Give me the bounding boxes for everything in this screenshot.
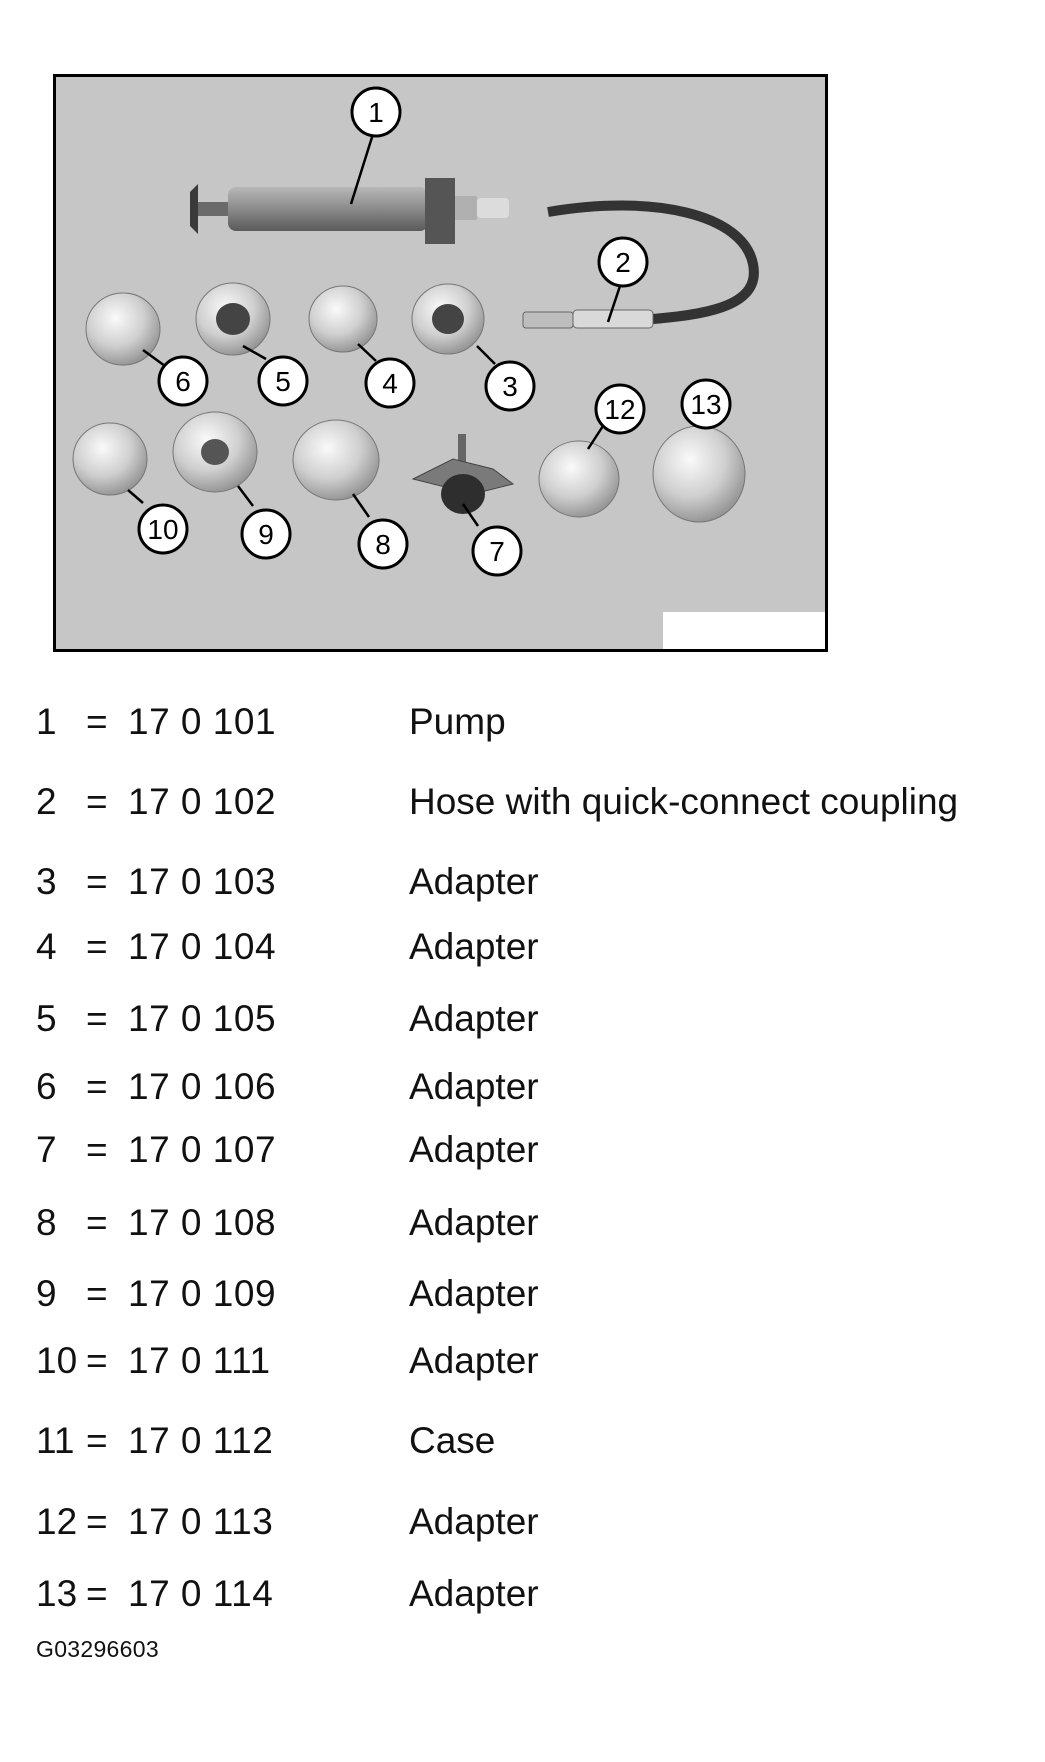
equals-sign: = <box>86 781 108 822</box>
part-code: 17 0 104 <box>128 926 277 967</box>
pump-illustration <box>190 178 509 244</box>
list-item: 7 = 17 0 107 Adapter <box>0 1125 1045 1175</box>
equals-sign: = <box>86 1129 108 1170</box>
part-code: 17 0 109 <box>128 1273 277 1314</box>
list-item: 3 = 17 0 103 Adapter <box>0 857 1045 907</box>
svg-text:10: 10 <box>147 514 178 545</box>
part-description: Case <box>409 1420 496 1461</box>
list-item: 11 = 17 0 112 Case <box>0 1416 1045 1466</box>
part-number: 3 <box>36 861 57 902</box>
part-description: Adapter <box>409 1273 539 1314</box>
part-description: Pump <box>409 701 506 742</box>
adapter-7-illustration <box>411 434 515 514</box>
equals-sign: = <box>86 1273 108 1314</box>
part-number: 12 <box>36 1501 78 1542</box>
part-number: 8 <box>36 1202 57 1243</box>
callout-6: 6 <box>157 355 209 407</box>
part-code: 17 0 102 <box>128 781 277 822</box>
list-item: 8 = 17 0 108 Adapter <box>0 1198 1045 1248</box>
svg-text:8: 8 <box>375 529 391 560</box>
part-code: 17 0 101 <box>128 701 277 742</box>
part-code: 17 0 106 <box>128 1066 277 1107</box>
list-item: 5 = 17 0 105 Adapter <box>0 994 1045 1044</box>
svg-text:9: 9 <box>258 519 274 550</box>
callout-leaders <box>127 133 705 527</box>
list-item: 12= 17 0 113 Adapter <box>0 1497 1045 1547</box>
callout-7: 7 <box>471 525 523 577</box>
part-number: 2 <box>36 781 57 822</box>
part-description: Adapter <box>409 926 539 967</box>
equals-sign: = <box>86 1340 108 1381</box>
equals-sign: = <box>86 701 108 742</box>
part-description: Adapter <box>409 998 539 1039</box>
svg-text:12: 12 <box>604 394 635 425</box>
callout-2: 2 <box>597 236 649 288</box>
part-code: 17 0 113 <box>128 1501 274 1542</box>
part-number: 7 <box>36 1129 57 1170</box>
part-code: 17 0 112 <box>128 1420 274 1461</box>
svg-text:4: 4 <box>382 368 398 399</box>
part-number: 10 <box>36 1340 78 1381</box>
part-code: 17 0 107 <box>128 1129 277 1170</box>
svg-text:2: 2 <box>615 247 631 278</box>
svg-text:5: 5 <box>275 366 291 397</box>
list-item: 1 = 17 0 101 Pump <box>0 697 1045 747</box>
equals-sign: = <box>86 926 108 967</box>
equals-sign: = <box>86 1066 108 1107</box>
callout-10: 10 <box>137 503 189 555</box>
callout-4: 4 <box>364 357 416 409</box>
equals-sign: = <box>86 998 108 1039</box>
svg-text:1: 1 <box>368 97 384 128</box>
part-number: 6 <box>36 1066 57 1107</box>
part-description: Adapter <box>409 1340 539 1381</box>
equals-sign: = <box>86 1501 108 1542</box>
part-number: 5 <box>36 998 57 1039</box>
svg-text:6: 6 <box>175 366 191 397</box>
svg-text:7: 7 <box>489 536 505 567</box>
list-item: 6 = 17 0 106 Adapter <box>0 1062 1045 1112</box>
part-code: 17 0 111 <box>128 1340 271 1381</box>
list-item: 10= 17 0 111 Adapter <box>0 1336 1045 1386</box>
svg-text:3: 3 <box>502 371 518 402</box>
callout-3: 3 <box>484 360 536 412</box>
callout-1: 1 <box>350 86 402 138</box>
part-code: 17 0 105 <box>128 998 277 1039</box>
part-number: 9 <box>36 1273 57 1314</box>
equals-sign: = <box>86 1420 108 1461</box>
tool-kit-illustration: 1 2 3 4 5 6 7 8 9 10 12 13 <box>53 74 828 652</box>
part-description: Hose with quick-connect coupling <box>409 781 959 822</box>
part-code: 17 0 108 <box>128 1202 277 1243</box>
part-description: Adapter <box>409 1129 539 1170</box>
callout-13: 13 <box>680 378 732 430</box>
svg-text:13: 13 <box>690 389 721 420</box>
equals-sign: = <box>86 861 108 902</box>
list-item: 2 = 17 0 102 Hose with quick-connect coupli… <box>0 777 1045 827</box>
list-item: 13= 17 0 114 Adapter <box>0 1569 1045 1619</box>
callout-9: 9 <box>240 508 292 560</box>
list-item: 9 = 17 0 109 Adapter <box>0 1269 1045 1319</box>
equals-sign: = <box>86 1202 108 1243</box>
hose-illustration <box>522 200 759 329</box>
part-number: 13 <box>36 1573 78 1614</box>
equals-sign: = <box>86 1573 108 1614</box>
part-description: Adapter <box>409 1573 539 1614</box>
graphic-id: G03296603 <box>36 1636 159 1662</box>
callout-8: 8 <box>357 518 409 570</box>
part-code: 17 0 103 <box>128 861 277 902</box>
part-description: Adapter <box>409 1066 539 1107</box>
callout-5: 5 <box>257 355 309 407</box>
part-description: Adapter <box>409 1202 539 1243</box>
part-number: 11 <box>36 1420 75 1461</box>
part-number: 4 <box>36 926 57 967</box>
adapter-illustrations <box>72 282 746 523</box>
list-item: 4 = 17 0 104 Adapter <box>0 922 1045 972</box>
blank-label-box <box>663 612 825 649</box>
part-code: 17 0 114 <box>128 1573 274 1614</box>
part-description: Adapter <box>409 1501 539 1542</box>
part-description: Adapter <box>409 861 539 902</box>
callout-12: 12 <box>594 383 646 435</box>
part-number: 1 <box>36 701 57 742</box>
